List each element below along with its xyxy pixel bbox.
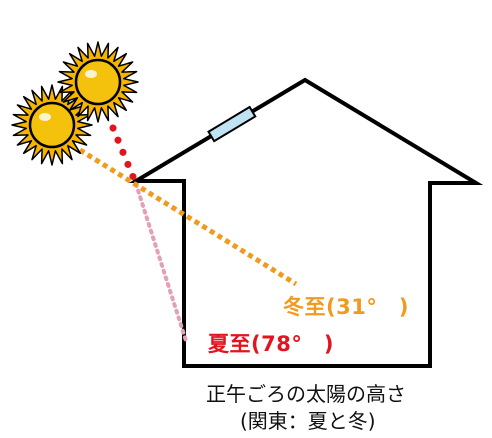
winter-sun-icon	[11, 84, 93, 166]
summer-sun-icon	[57, 41, 139, 123]
skylight-icon	[207, 105, 257, 143]
winter-solstice-label: 冬至(31° )	[283, 295, 409, 319]
caption-title: 正午ごろの太陽の高さ	[206, 382, 406, 406]
sun-highlight	[85, 70, 97, 78]
sun-disc	[74, 58, 122, 106]
summer-solstice-label: 夏至(78° )	[208, 332, 334, 356]
house-outline-icon	[128, 77, 484, 368]
sun-highlight	[39, 113, 51, 121]
summer-ray	[109, 124, 140, 188]
sun-disc	[28, 101, 76, 149]
winter-ray	[78, 147, 298, 287]
summer-ray-faint	[134, 182, 189, 346]
caption-subtitle: (関東：夏と冬)	[240, 409, 376, 433]
